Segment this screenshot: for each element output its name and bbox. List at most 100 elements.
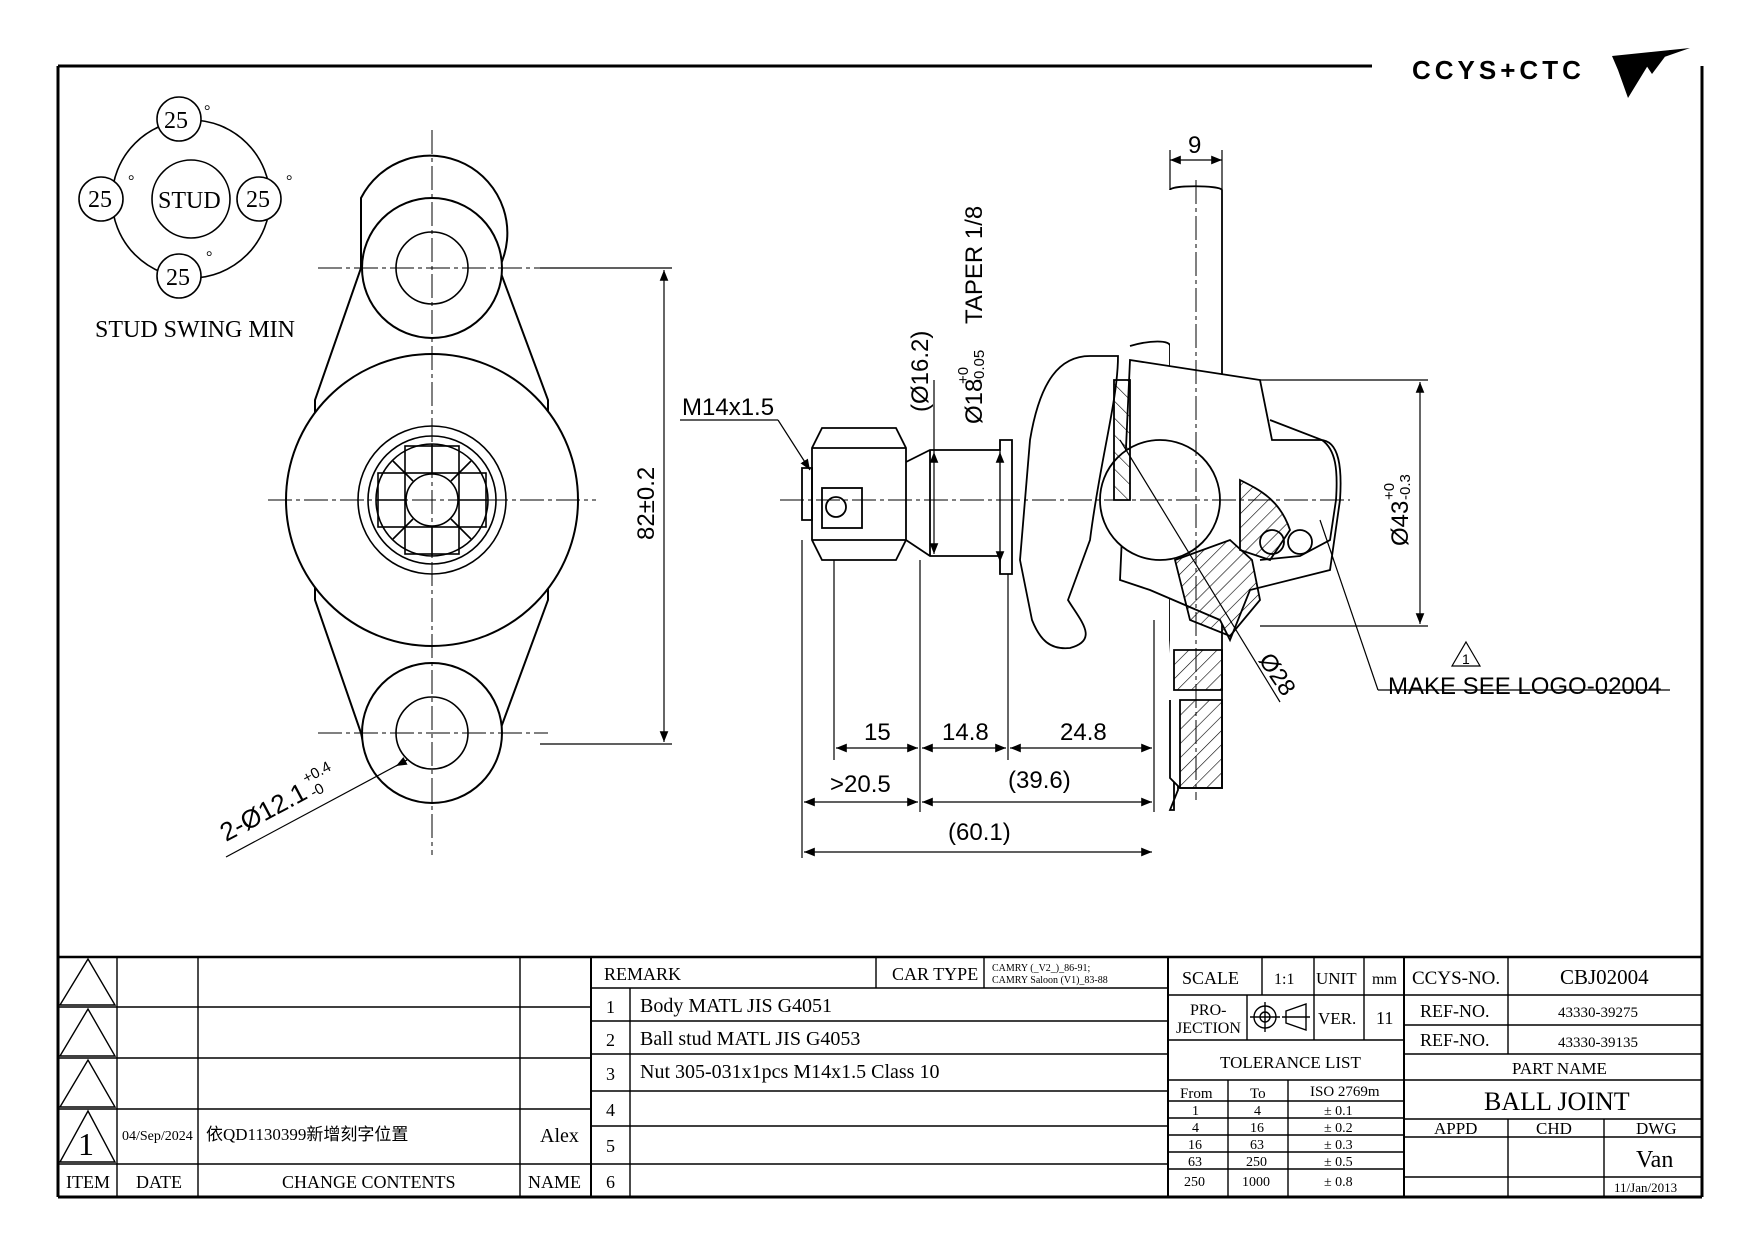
sheet-border [56,64,1704,1199]
tol-4-to: 250 [1246,1155,1267,1170]
remark-row-4-n: 4 [606,1100,615,1120]
dim-d16: (Ø16.2) [907,331,934,412]
dim-60-1: (60.1) [948,819,1011,846]
rev-header-item: ITEM [66,1172,110,1192]
dim-9: 9 [1188,132,1201,159]
tol-3-from: 16 [1188,1138,1202,1153]
dim-d18: Ø18 [961,379,988,424]
rev-date: 04/Sep/2024 [122,1129,193,1144]
dim-15: 15 [864,719,891,746]
dim-d18-tol-upper: +0 [955,367,972,384]
tol-header-from: From [1180,1086,1213,1102]
tolerance-title: TOLERANCE LIST [1220,1053,1361,1072]
ccys-no: CBJ02004 [1560,965,1649,989]
tol-5-to: 1000 [1242,1175,1270,1190]
ref1-value: 43330-39275 [1558,1005,1638,1021]
ver-value: 11 [1376,1008,1393,1028]
rev-header-name: NAME [528,1172,581,1192]
logo-note-marker: 1 [1462,651,1470,667]
tol-5-from: 250 [1184,1175,1205,1190]
remark-row-2-text: Ball stud MATL JIS G4053 [640,1028,860,1050]
remark-row-1-n: 1 [606,997,615,1017]
ref2-value: 43330-39135 [1558,1035,1638,1051]
swing-center: STUD [158,188,221,214]
tol-3-to: 63 [1250,1138,1264,1153]
logo-note-triangle [1450,640,1482,667]
top-view [268,130,596,855]
dwg-date: 11/Jan/2013 [1614,1180,1677,1195]
stud-swing-labels: 25 ° 25 ° STUD 25 ° 25 ° STUD SWING MIN [88,103,295,343]
tol-4-from: 63 [1188,1155,1202,1170]
title-block-text: 1 04/Sep/2024 依QD1130399新增刻字位置 Alex ITEM… [66,963,1677,1195]
dim-d18-group: Ø18 +0 -0.05 TAPER 1/8 [955,206,988,424]
title-block-lines [58,955,1702,1197]
remark-row-1-text: Body MATL JIS G4051 [640,995,832,1017]
tol-2-value: ± 0.2 [1324,1121,1353,1136]
projection-line2: JECTION [1176,1020,1241,1037]
remark-row-3-n: 3 [606,1064,615,1084]
swing-top-degree: ° [204,103,210,120]
hole-dimension [225,757,408,858]
remark-row-3-text: Nut 305-031x1pcs M14x1.5 Class 10 [640,1061,939,1083]
tol-1-to: 4 [1254,1104,1261,1119]
ver-label: VER. [1318,1009,1356,1028]
height-dimension [540,267,672,745]
company-logo: CCYS+CTC [1412,48,1690,98]
dim-taper: TAPER 1/8 [961,206,988,324]
dim-20-5: >20.5 [830,771,891,798]
remark-row-2-n: 2 [606,1030,615,1050]
dwg-value: Van [1636,1147,1673,1173]
chd-label: CHD [1536,1119,1572,1138]
tol-header-iso: ISO 2769m [1310,1084,1380,1100]
dim-d28: Ø28 [1253,648,1301,701]
dwg-label: DWG [1636,1119,1677,1138]
dim-24-8: 24.8 [1060,719,1107,746]
tol-5-value: ± 0.8 [1324,1175,1353,1190]
dim-d43-group: Ø43 +0 -0.3 [1381,474,1414,546]
scale-label: SCALE [1182,968,1239,988]
car-type-line1: CAMRY (_V2_)_86-91; [992,963,1090,974]
height-value: 82±0.2 [633,467,660,540]
tol-1-value: ± 0.1 [1324,1104,1353,1119]
ccys-label: CCYS-NO. [1412,968,1500,989]
tol-2-from: 4 [1192,1121,1199,1136]
swing-left: 25 [88,187,112,213]
projection-line1: PRO- [1190,1002,1226,1019]
tol-header-to: To [1250,1086,1266,1102]
hole-label: 2-Ø12.1 +0.4 -0 [215,758,334,847]
appd-label: APPD [1434,1119,1477,1138]
logo-text: CCYS+CTC [1412,55,1585,85]
rev-change: 依QD1130399新增刻字位置 [206,1125,408,1144]
unit-label: UNIT [1316,969,1357,988]
swing-left-degree: ° [128,173,134,190]
rev-name: Alex [540,1125,579,1147]
part-name-label: PART NAME [1512,1059,1607,1078]
side-view [780,180,1350,811]
swing-right: 25 [246,187,270,213]
remark-header: REMARK [604,964,681,984]
dim-d43: Ø43 [1387,501,1414,546]
tol-4-value: ± 0.5 [1324,1155,1353,1170]
remark-row-6-n: 6 [606,1172,615,1192]
logo-note: MAKE SEE LOGO-02004 [1388,673,1661,700]
swing-bottom: 25 [166,265,190,291]
swing-top: 25 [164,108,188,134]
swing-bottom-degree: ° [206,249,212,266]
swing-caption: STUD SWING MIN [95,317,295,343]
scale-value: 1:1 [1274,971,1294,988]
dim-14-8: 14.8 [942,719,989,746]
swing-right-degree: ° [286,173,292,190]
tol-3-value: ± 0.3 [1324,1138,1353,1153]
logo-mark [1612,48,1690,98]
stud-swing-diagram [78,96,282,299]
car-type-line2: CAMRY Saloon (V1)_83-88 [992,975,1108,986]
dim-d43-tol-upper: +0 [1381,483,1398,500]
unit-value: mm [1372,971,1397,988]
rev-header-date: DATE [136,1172,182,1192]
tol-1-from: 1 [1192,1104,1199,1119]
side-dimensions [680,150,1670,858]
rev-header-change: CHANGE CONTENTS [282,1172,456,1192]
remark-row-5-n: 5 [606,1136,615,1156]
dim-thread: M14x1.5 [682,394,774,421]
